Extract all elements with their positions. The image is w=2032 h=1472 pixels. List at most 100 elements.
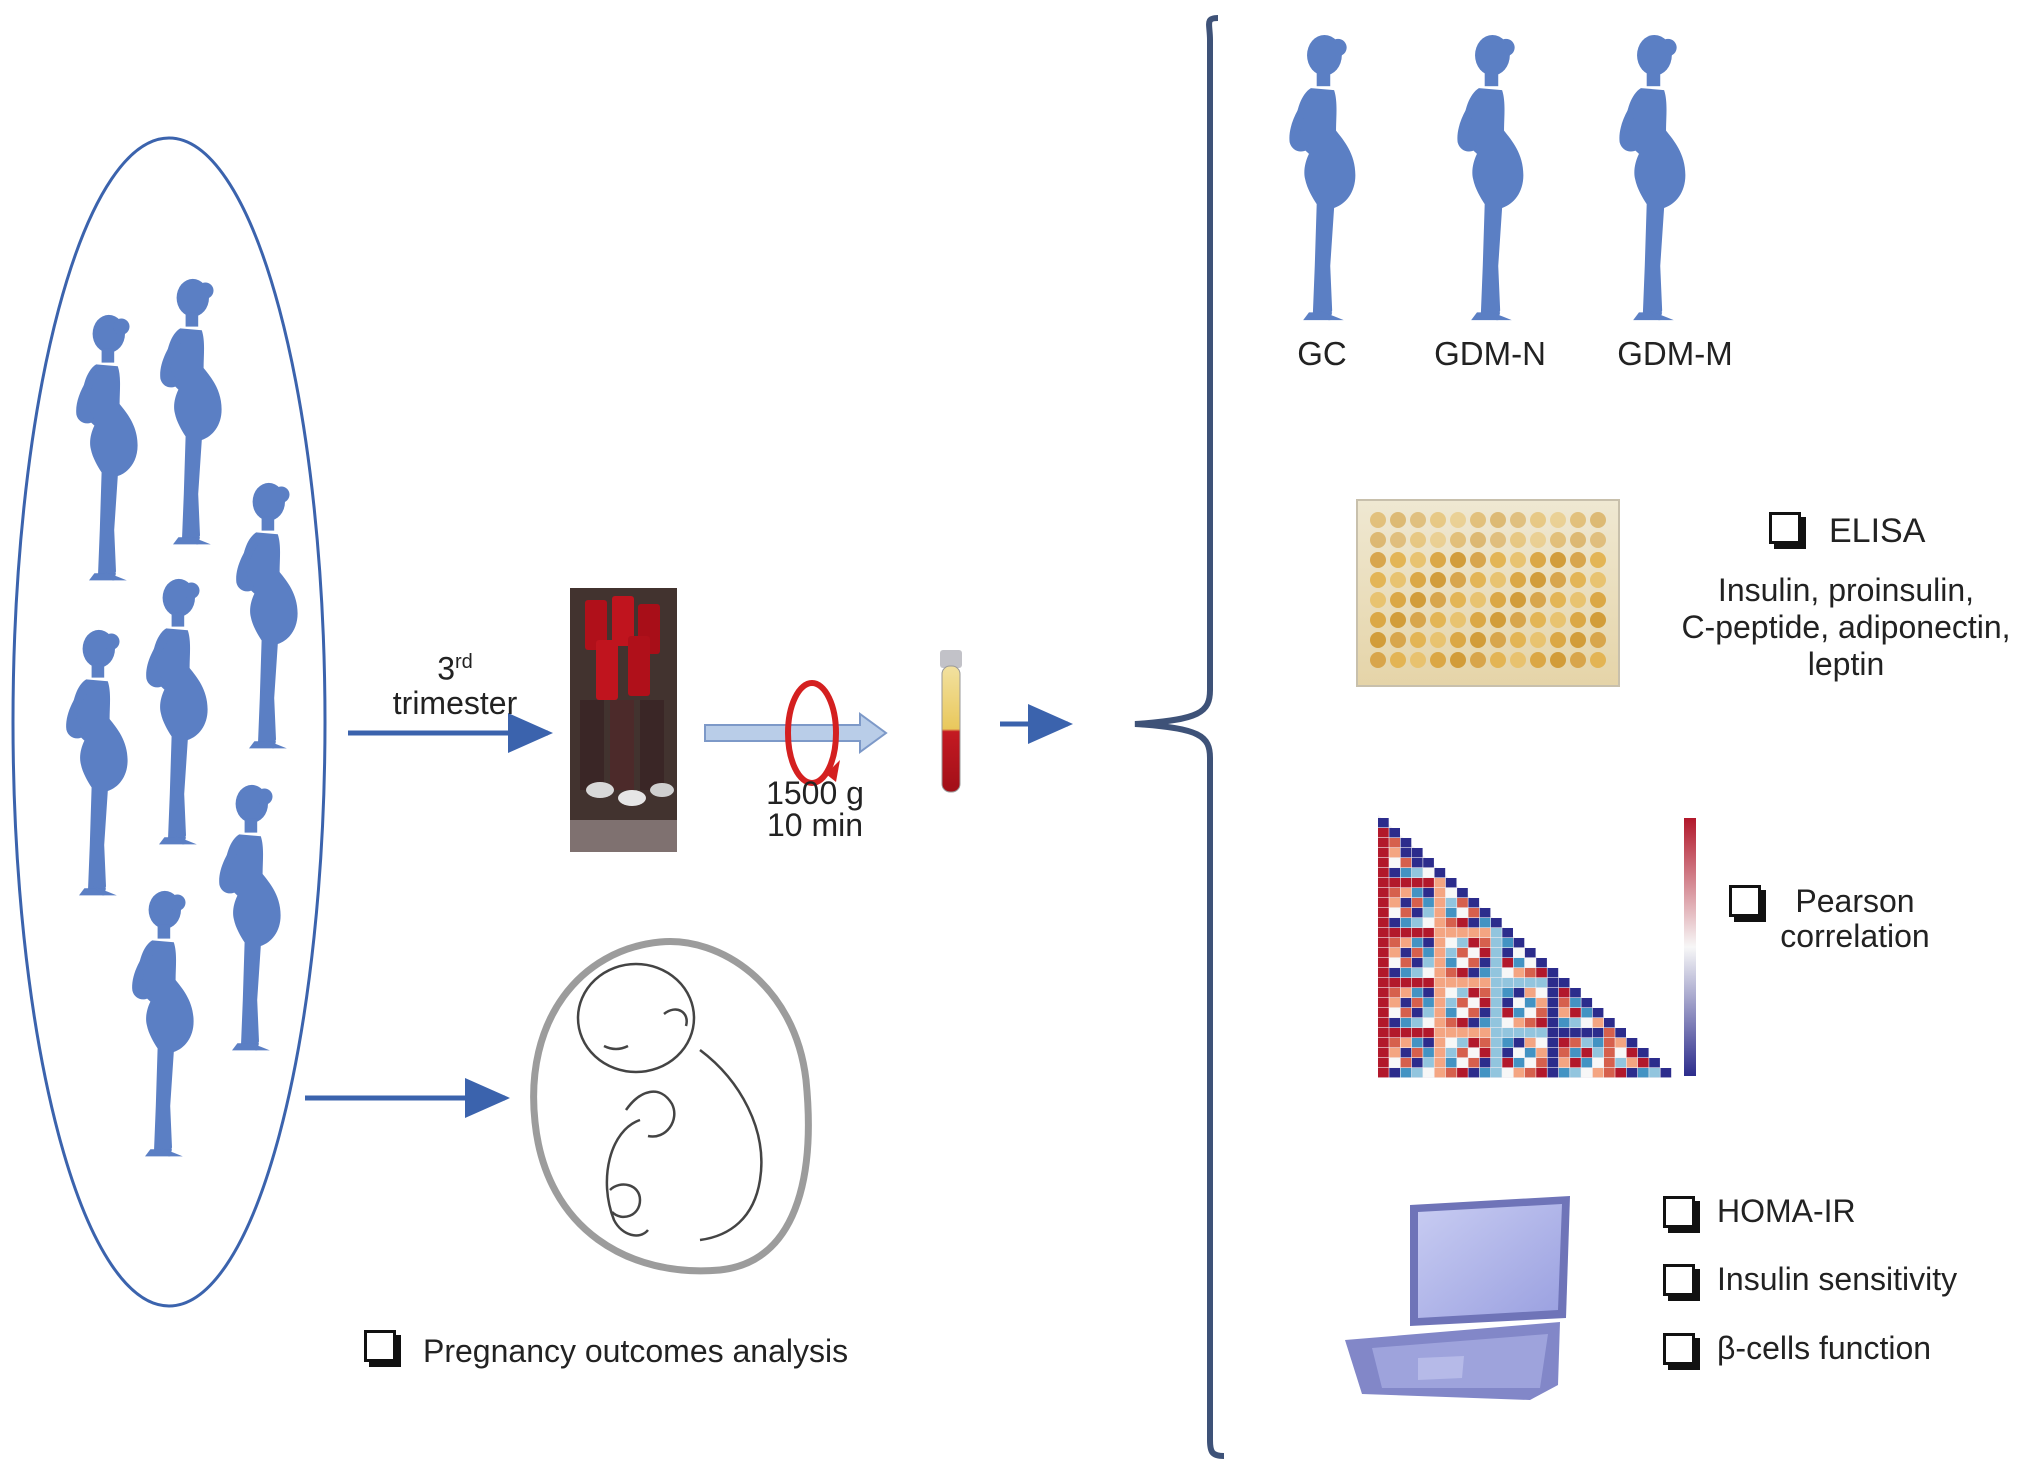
heatmap-cell (1378, 1008, 1389, 1018)
heatmap-cell (1423, 1008, 1434, 1018)
heatmap-cell (1491, 998, 1502, 1008)
heatmap-cell (1468, 958, 1480, 968)
pearson-line1: Pearson (1795, 883, 1915, 919)
heatmap-cell (1513, 1048, 1525, 1058)
heatmap-cell (1479, 978, 1491, 988)
heatmap-cell (1536, 978, 1547, 988)
heatmap-cell (1389, 1068, 1400, 1078)
elisa-well (1530, 652, 1546, 668)
heatmap-cell (1389, 938, 1400, 948)
elisa-well (1390, 532, 1406, 548)
heatmap-cell (1536, 1038, 1547, 1048)
heatmap-cell (1434, 888, 1446, 898)
heatmap-cell (1423, 1018, 1434, 1028)
heatmap-cell (1457, 1048, 1468, 1058)
heatmap-cell (1389, 878, 1400, 888)
elisa-well (1390, 612, 1406, 628)
insulin-sensitivity-label: Insulin sensitivity (1717, 1261, 1958, 1297)
heatmap-cell (1547, 1038, 1559, 1048)
heatmap-cell (1389, 838, 1400, 848)
heatmap-cell (1378, 948, 1389, 958)
heatmap-cell (1457, 958, 1468, 968)
laptop-icon (1345, 1196, 1570, 1400)
heatmap-cell (1479, 928, 1491, 938)
heatmap-cell (1581, 1038, 1593, 1048)
heatmap-cell (1457, 1068, 1468, 1078)
elisa-well (1550, 632, 1566, 648)
heatmap-cell (1491, 978, 1502, 988)
heatmap-cell (1615, 1048, 1626, 1058)
heatmap-cell (1411, 848, 1423, 858)
elisa-well (1550, 592, 1566, 608)
elisa-well (1390, 632, 1406, 648)
centrifuge-time: 10 min (766, 807, 864, 843)
heatmap-cell (1491, 928, 1502, 938)
rotation-icon (785, 680, 839, 786)
elisa-well (1590, 592, 1606, 608)
heatmap-cell (1400, 978, 1412, 988)
elisa-well (1510, 592, 1526, 608)
heatmap-cell (1649, 1058, 1660, 1068)
heatmap-cell (1378, 978, 1389, 988)
heatmap-cell (1558, 1028, 1570, 1038)
heatmap-cell (1445, 1068, 1457, 1078)
elisa-well (1490, 632, 1506, 648)
heatmap-cell (1457, 908, 1468, 918)
heatmap-cell (1434, 918, 1446, 928)
heatmap-cell (1411, 1038, 1423, 1048)
heatmap-cell (1570, 1068, 1581, 1078)
heatmap-cell (1570, 998, 1581, 1008)
heatmap-cell (1378, 998, 1389, 1008)
heatmap-cell (1400, 868, 1412, 878)
heatmap-cell (1547, 968, 1559, 978)
heatmap-cell (1502, 1068, 1513, 1078)
heatmap-cell (1502, 938, 1513, 948)
elisa-well (1370, 532, 1386, 548)
heatmap-cell (1400, 988, 1412, 998)
heatmap-cell (1502, 1018, 1513, 1028)
heatmap-cell (1513, 938, 1525, 948)
heatmap-cell (1468, 988, 1480, 998)
elisa-well (1430, 652, 1446, 668)
sampling-label-sup: rd (455, 651, 473, 673)
heatmap-cell (1558, 1018, 1570, 1028)
heatmap-cell (1378, 868, 1389, 878)
heatmap-cell (1513, 958, 1525, 968)
heatmap-cell (1445, 928, 1457, 938)
heatmap-cell (1423, 888, 1434, 898)
heatmap-cell (1491, 1048, 1502, 1058)
elisa-well (1410, 612, 1426, 628)
heatmap-cell (1479, 908, 1491, 918)
heatmap-cell (1547, 1058, 1559, 1068)
heatmap-cell (1389, 908, 1400, 918)
heatmap-cell (1558, 978, 1570, 988)
heatmap-cell (1434, 1008, 1446, 1018)
heatmap-cell (1378, 848, 1389, 858)
elisa-well (1430, 532, 1446, 548)
heatmap-cell (1513, 978, 1525, 988)
heatmap-cell (1547, 1068, 1559, 1078)
heatmap-cell (1445, 918, 1457, 928)
heatmap-cell (1524, 968, 1536, 978)
heatmap-cell (1411, 998, 1423, 1008)
elisa-well (1450, 512, 1466, 528)
insulin-sensitivity-checkbox (1663, 1264, 1695, 1296)
heatmap-cell (1536, 1028, 1547, 1038)
heatmap-cell (1378, 938, 1389, 948)
heatmap-cell (1378, 828, 1389, 838)
elisa-well (1510, 552, 1526, 568)
heatmap-cell (1400, 958, 1412, 968)
heatmap-cell (1524, 1058, 1536, 1068)
heatmap-cell (1491, 968, 1502, 978)
heatmap-cell (1581, 1018, 1593, 1028)
heatmap-cell (1592, 1008, 1604, 1018)
heatmap-cell (1411, 888, 1423, 898)
elisa-well (1430, 572, 1446, 588)
heatmap-cell (1378, 1048, 1389, 1058)
elisa-well (1370, 512, 1386, 528)
heatmap-cell (1558, 1068, 1570, 1078)
heatmap-cell (1513, 1028, 1525, 1038)
elisa-well (1390, 512, 1406, 528)
heatmap-cell (1389, 928, 1400, 938)
heatmap-cell (1468, 998, 1480, 1008)
